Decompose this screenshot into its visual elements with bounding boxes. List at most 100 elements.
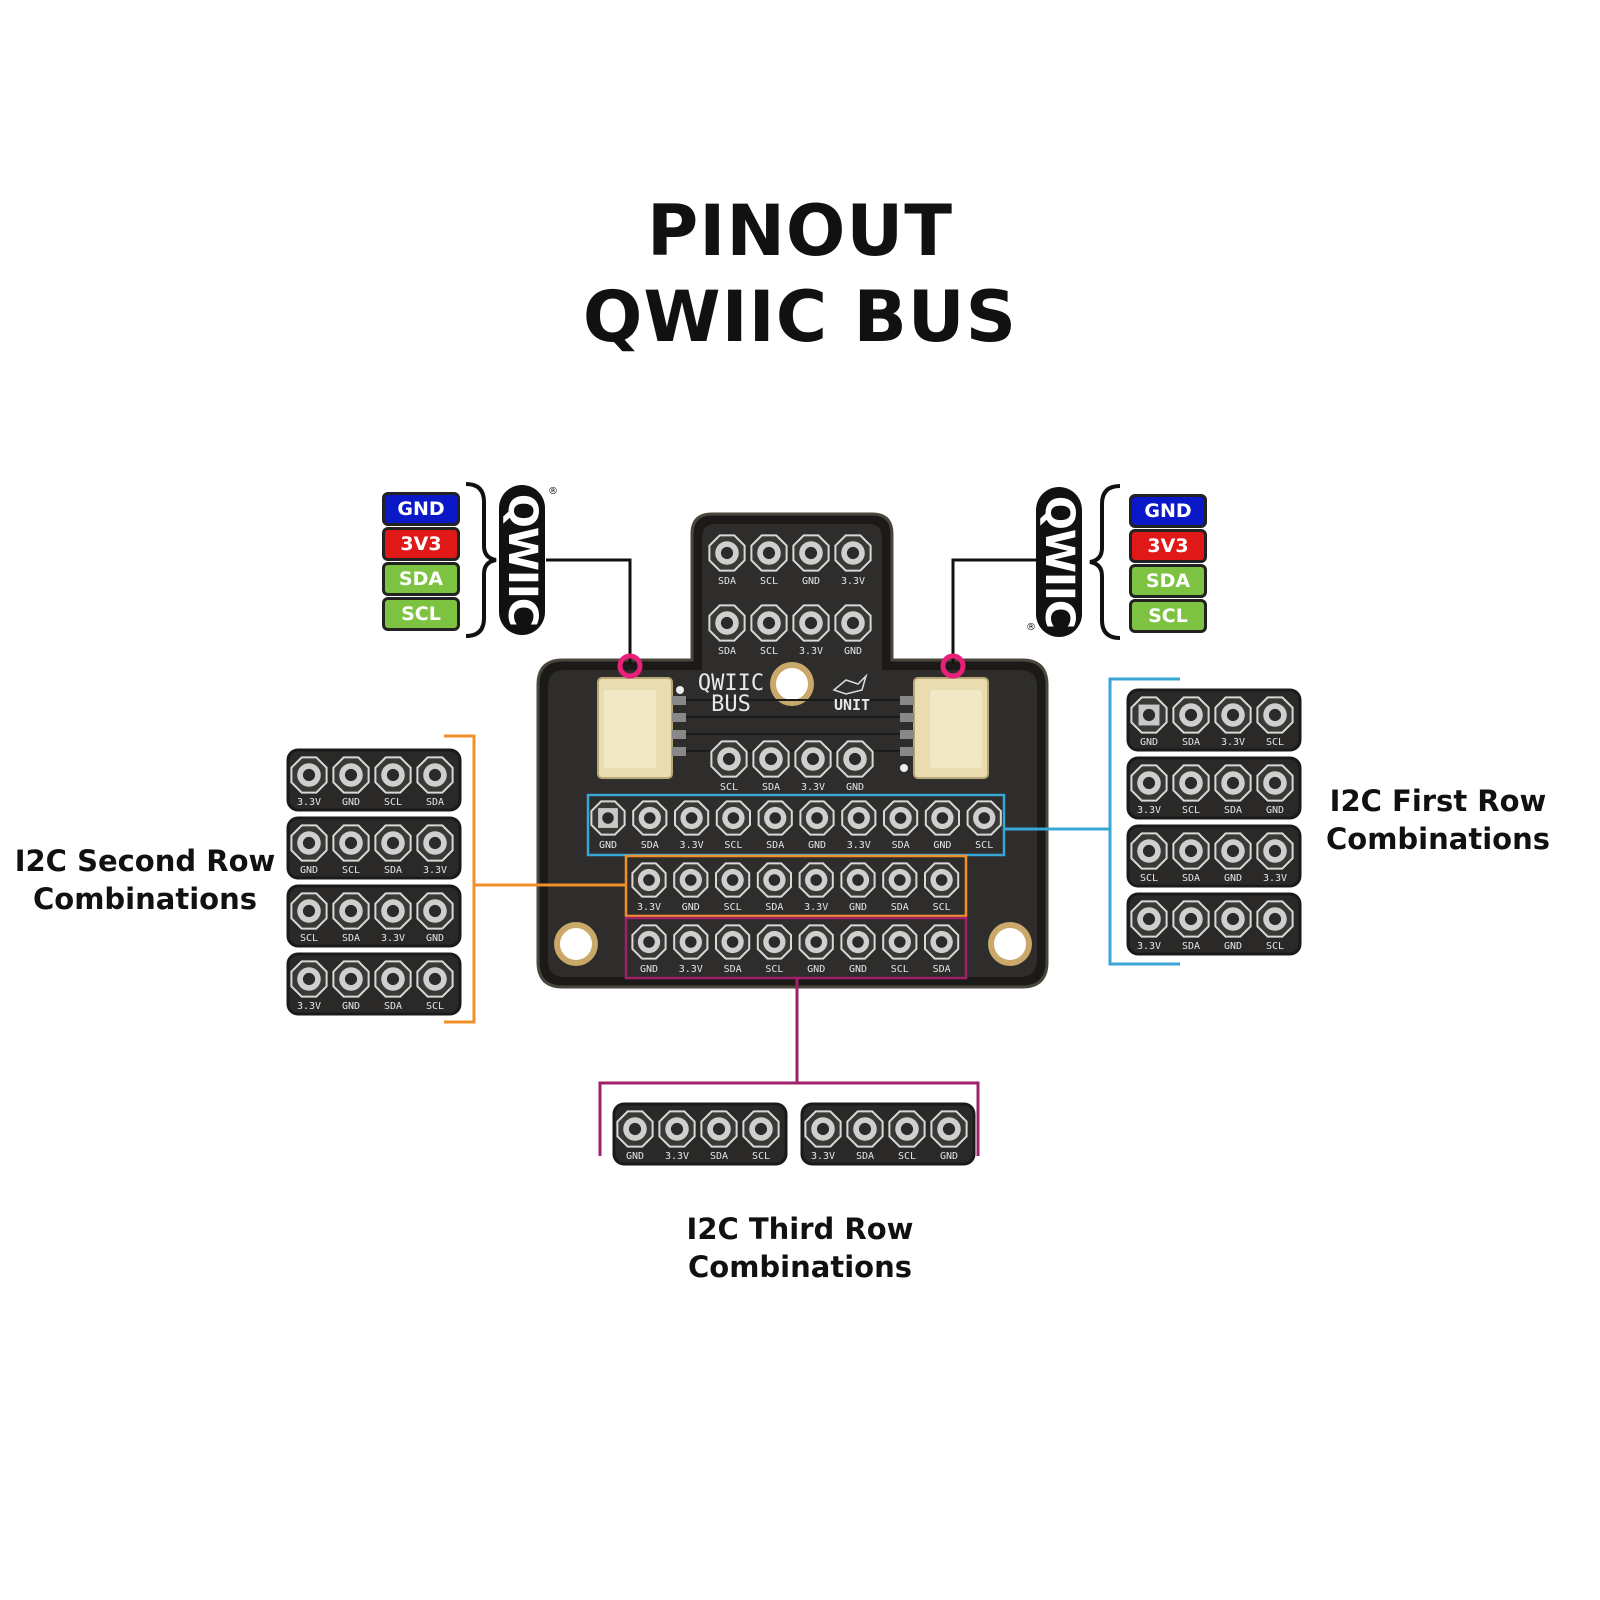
board-row1-pin-label: SDA xyxy=(641,840,659,851)
board-row1-pin xyxy=(715,800,751,836)
first-row-header-4-pin-label: GND xyxy=(1224,941,1242,952)
second-row-header-2-pin-label: SCL xyxy=(342,865,360,876)
third-row-header-2-pin-label: 3.3V xyxy=(811,1151,835,1162)
board-row1-pin-label: GND xyxy=(599,840,617,851)
second-row-header-4-pin xyxy=(416,960,454,998)
board-row3-pin-label: SDA xyxy=(933,964,951,975)
qwiic-left-logo: QWIIC xyxy=(499,485,545,635)
third-row-header-1-pin xyxy=(658,1110,696,1148)
board-row2-pin xyxy=(756,862,792,898)
second-row-header-1-pin-label: SCL xyxy=(384,797,402,808)
qwiic-right-pin-sda: SDA xyxy=(1129,564,1207,598)
qwiic-left-leader xyxy=(546,558,643,679)
board-row2-pin xyxy=(882,862,918,898)
board-top-row2-pin-label: 3.3V xyxy=(799,646,823,657)
board-top-row2-pin xyxy=(750,604,788,642)
board-top-row2-pin-label: SCL xyxy=(760,646,778,657)
title-line-1: PINOUT xyxy=(646,190,954,272)
board-row1-pin-label: GND xyxy=(808,840,826,851)
board-top-row1-pin xyxy=(834,534,872,572)
second-row-header-3-pin-label: 3.3V xyxy=(381,933,405,944)
first-row-header-3-pin xyxy=(1214,832,1252,870)
third-row-header-2-pin-label: GND xyxy=(940,1151,958,1162)
first-row-header-2-pin-label: SDA xyxy=(1224,805,1242,816)
board-row3-pin-label: GND xyxy=(807,964,825,975)
board-top-row2: SDA SCL 3.3V GND xyxy=(708,604,872,657)
board-name-line2: BUS xyxy=(711,692,751,717)
board-row3-pin xyxy=(715,924,751,960)
board-row3-pin xyxy=(798,924,834,960)
first-row-header-1-pin-label: 3.3V xyxy=(1221,737,1245,748)
second-row-header-1-pin xyxy=(332,756,370,794)
board-top-row1-pin-label: 3.3V xyxy=(841,576,865,587)
second-row-header-2-pin xyxy=(290,824,328,862)
board-row3-pin-label: 3.3V xyxy=(679,964,703,975)
first-row-header-3-pin-label: SDA xyxy=(1182,873,1200,884)
second-row-header-2-pin xyxy=(332,824,370,862)
third-row-header-2-pin-label: SDA xyxy=(856,1151,874,1162)
connector-left xyxy=(597,677,686,779)
first-row-label-line1: I2C First Row xyxy=(1329,784,1547,818)
board-row1-pin-label: SDA xyxy=(766,840,784,851)
first-row-header-3-pin xyxy=(1172,832,1210,870)
second-row-header-2-pin xyxy=(374,824,412,862)
first-row-header-2-pin xyxy=(1214,764,1252,802)
board-row2-pin-label: SDA xyxy=(891,902,909,913)
third-row-label-line2: Combinations xyxy=(688,1250,912,1284)
third-row-header-2-pin-label: SCL xyxy=(898,1151,916,1162)
second-row-header-3-pin xyxy=(290,892,328,930)
third-row-header-2: 3.3V SDA SCL GND xyxy=(800,1102,976,1166)
second-row-header-1-pin xyxy=(416,756,454,794)
second-row-header-1-pin xyxy=(290,756,328,794)
qwiic-right-pin-3v3: 3V3 xyxy=(1129,529,1207,563)
qwiic-left-pin-3v3: 3V3 xyxy=(382,527,460,561)
second-row-header-1-pin-label: SDA xyxy=(426,797,444,808)
board-top-row2-pin-label: GND xyxy=(844,646,862,657)
board-top-row2-pin xyxy=(708,604,746,642)
board-name-line1: QWIIC xyxy=(698,671,764,696)
second-row-header-3-pin xyxy=(416,892,454,930)
board-row2-pin-label: SCL xyxy=(724,902,742,913)
board-row2-pin-label: SCL xyxy=(933,902,951,913)
qwiic-left-pin-scl: SCL xyxy=(382,597,460,631)
first-row-header-2-pin xyxy=(1130,764,1168,802)
qwiic-left-pin-gnd: GND xyxy=(382,492,460,526)
board-top-row1-pin-label: SDA xyxy=(718,576,736,587)
board-row1-pin-label: SCL xyxy=(975,840,993,851)
second-row-header-4-pin xyxy=(374,960,412,998)
second-row-label: I2C Second Row Combinations xyxy=(10,842,280,918)
board-row2-pin xyxy=(840,862,876,898)
first-row-label-line2: Combinations xyxy=(1326,822,1550,856)
board-mid-row-pin-label: SDA xyxy=(762,782,780,793)
second-row-header-2-pin-label: SDA xyxy=(384,865,402,876)
third-row-header-1-pin xyxy=(742,1110,780,1148)
second-row-bracket xyxy=(444,734,626,1024)
board-row1-pin-label: SCL xyxy=(724,840,742,851)
board-row1-pin xyxy=(590,800,626,836)
board-row2-pin xyxy=(631,862,667,898)
board-top-row2-pin-label: SDA xyxy=(718,646,736,657)
first-row-header-1-pin xyxy=(1130,696,1168,734)
third-row-header-1-pin-label: GND xyxy=(626,1151,644,1162)
first-row-header-4-pin xyxy=(1130,900,1168,938)
board-top-row2-pin xyxy=(834,604,872,642)
first-row-label: I2C First Row Combinations xyxy=(1318,782,1558,858)
board-row2-pin xyxy=(673,862,709,898)
qwiic-right-leader xyxy=(940,558,1036,679)
board-row2-pin-label: 3.3V xyxy=(804,902,828,913)
board-row2-pin-label: GND xyxy=(682,902,700,913)
second-row-header-1-pin xyxy=(374,756,412,794)
connector-right-marker xyxy=(940,653,966,679)
board-mid-row-pin-label: GND xyxy=(846,782,864,793)
board-row1-pin-label: 3.3V xyxy=(680,840,704,851)
board-row1-pin xyxy=(757,800,793,836)
board-row1-pin xyxy=(966,800,1002,836)
third-row-header-1-pin-label: SCL xyxy=(752,1151,770,1162)
